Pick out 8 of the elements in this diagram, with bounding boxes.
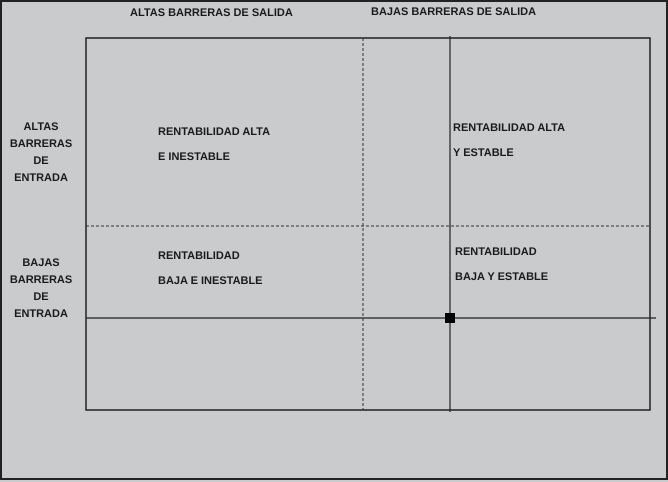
row-header: ALTAS BARRERAS DE ENTRADA bbox=[8, 120, 74, 186]
quadrant-label: RENTABILIDAD BAJA E INESTABLE bbox=[158, 249, 264, 290]
quadrant-label: RENTABILIDAD ALTA E INESTABLE bbox=[158, 125, 270, 166]
column-header: ALTAS BARRERAS DE SALIDA bbox=[130, 6, 293, 20]
column-header: BAJAS BARRERAS DE SALIDA bbox=[371, 5, 536, 20]
row-header: BAJAS BARRERAS DE ENTRADA bbox=[8, 256, 74, 322]
quadrant-label: RENTABILIDAD BAJA Y ESTABLE bbox=[455, 245, 550, 286]
quadrant-label: RENTABILIDAD ALTA Y ESTABLE bbox=[453, 121, 565, 162]
